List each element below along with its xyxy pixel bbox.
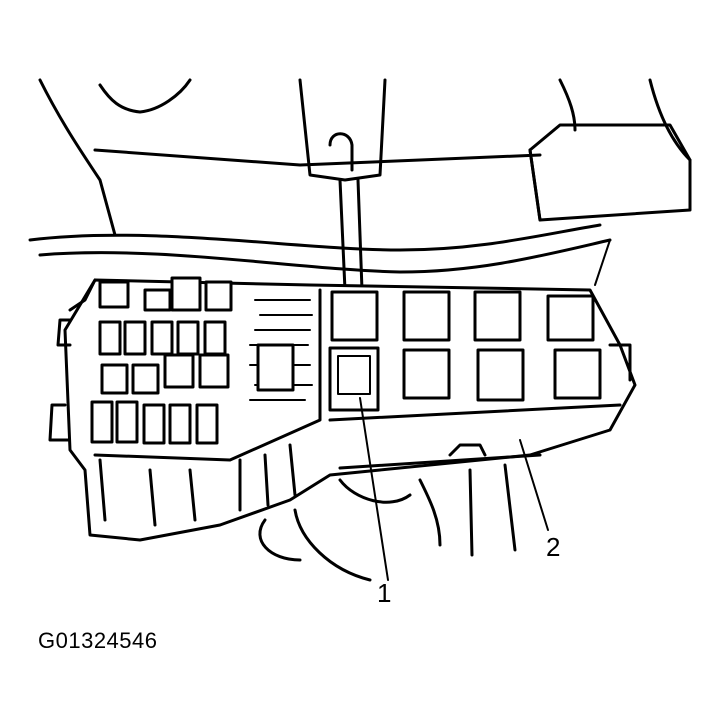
callout-2-label: 2 (546, 532, 560, 562)
figure-id: G01324546 (38, 628, 158, 653)
hoses-below (258, 463, 517, 582)
callout-1-leader (359, 397, 389, 581)
relays (328, 290, 602, 412)
callout-2-leader (519, 439, 549, 531)
relay-fuse-block (48, 276, 637, 542)
mini-fuses (90, 276, 295, 445)
callout-1-label: 1 (377, 578, 391, 608)
engine-bay-structure (28, 78, 692, 292)
